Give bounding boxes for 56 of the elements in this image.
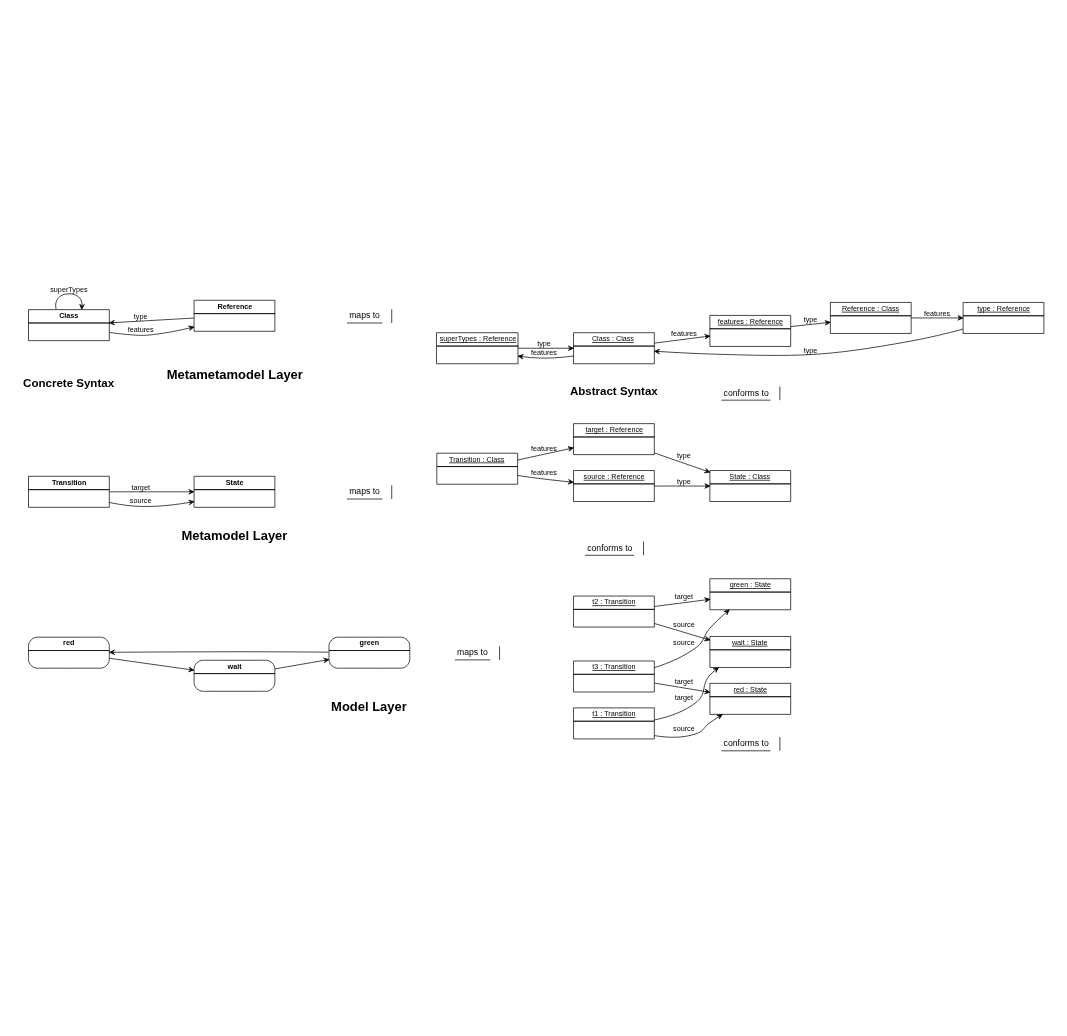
edge-label: source: [673, 619, 695, 629]
label: maps to: [457, 646, 488, 657]
arrow: [654, 452, 711, 473]
arrow: [109, 325, 195, 336]
label: Metametamodel Layer: [166, 366, 303, 382]
edge-label: type: [677, 476, 691, 486]
arrow: [517, 353, 574, 359]
arrow: [654, 713, 723, 738]
arrow: [654, 328, 964, 356]
edge-label: features: [670, 328, 697, 338]
arrow: [517, 474, 574, 484]
arrow: [654, 609, 730, 668]
arrow: [654, 666, 719, 720]
edge-label: target: [674, 692, 694, 702]
label: maps to: [349, 309, 380, 320]
edge-label: source: [673, 723, 695, 733]
edge-label: target: [674, 676, 694, 686]
edge-label: source: [129, 495, 152, 505]
label: Model Layer: [331, 698, 407, 714]
edge-label: features: [530, 467, 557, 477]
arrow: [517, 445, 574, 460]
arrow: [109, 649, 329, 655]
arrow: [654, 596, 711, 607]
edge-label: type: [677, 450, 691, 460]
label: Metamodel Layer: [181, 527, 288, 543]
edge-label: type: [803, 345, 818, 355]
edge-label: target: [131, 482, 150, 492]
edge-label: superTypes: [50, 284, 88, 294]
label: Concrete Syntax: [23, 376, 115, 389]
edge-label: features: [530, 347, 557, 357]
edge-label: features: [924, 308, 951, 318]
label: maps to: [349, 485, 380, 496]
edge-label: type: [537, 338, 551, 348]
arrow: [109, 317, 195, 325]
label: conforms to: [723, 737, 769, 748]
arrow: [517, 345, 574, 351]
label: conforms to: [723, 387, 769, 398]
label: Abstract Syntax: [569, 384, 658, 397]
arrow: [790, 319, 831, 327]
edge-label: type: [133, 311, 148, 321]
arrow: [654, 482, 711, 489]
edge-label: features: [127, 324, 154, 334]
arrow: [910, 314, 964, 321]
arrow: [55, 292, 85, 310]
edge-label: features: [530, 443, 557, 453]
arrow: [274, 657, 330, 669]
arrow: [654, 333, 711, 343]
arrow: [654, 682, 711, 694]
arrow: [109, 657, 195, 672]
arrow: [109, 488, 195, 494]
arrow: [109, 499, 195, 507]
label: conforms to: [587, 542, 633, 553]
edge-label: target: [674, 591, 694, 601]
arrow: [654, 622, 711, 641]
edge-label: type: [803, 314, 818, 324]
edge-label: source: [673, 637, 695, 647]
